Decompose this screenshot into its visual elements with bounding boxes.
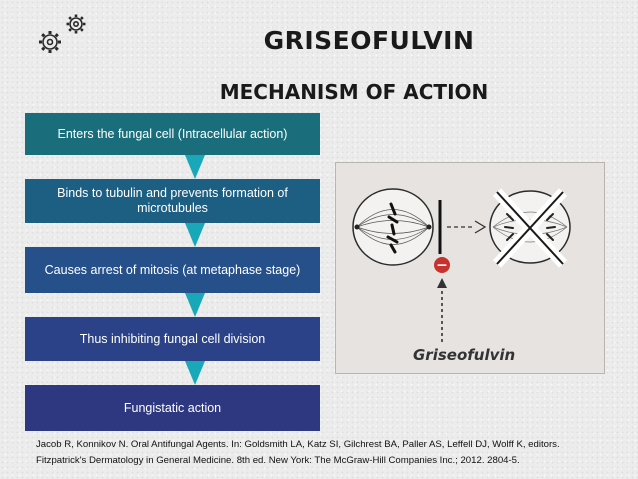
flow-step: Causes arrest of mitosis (at metaphase s…	[25, 247, 320, 293]
metaphase-cell-icon	[352, 188, 434, 266]
gears-icon	[39, 14, 86, 53]
flow-step-label: Binds to tubulin and prevents formation …	[57, 186, 288, 215]
reference-citation: Jacob R, Konnikov N. Oral Antifungal Age…	[36, 437, 616, 469]
page-title: GRISEOFULVIN	[263, 26, 475, 55]
reference-line-1: Jacob R, Konnikov N. Oral Antifungal Age…	[36, 439, 560, 450]
transition-arrowhead	[474, 220, 487, 234]
reference-line-2: Fitzpatrick's Dermatology in General Med…	[36, 455, 520, 466]
flow-arrow-icon	[185, 223, 205, 247]
drug-label: Griseofulvin	[413, 346, 515, 364]
flow-step: Binds to tubulin and prevents formation …	[25, 179, 320, 223]
flow-arrow-icon	[185, 361, 205, 385]
page-subtitle: MECHANISM OF ACTION	[219, 80, 489, 104]
inhibition-symbol: −	[436, 258, 448, 274]
flow-step-label: Causes arrest of mitosis (at metaphase s…	[44, 262, 301, 277]
flow-step: Enters the fungal cell (Intracellular ac…	[25, 113, 320, 155]
flow-step-label: Thus inhibiting fungal cell division	[79, 331, 266, 346]
flow-step-label: Enters the fungal cell (Intracellular ac…	[57, 126, 288, 141]
drug-arrowhead	[437, 278, 447, 288]
inhibition-icon	[434, 257, 450, 273]
flow-step: Fungistatic action	[25, 385, 320, 431]
flow-arrow-icon	[185, 155, 205, 179]
flow-arrow-icon	[185, 293, 205, 317]
mechanism-figure: − Griseofulvin	[335, 162, 605, 374]
flow-step: Thus inhibiting fungal cell division	[25, 317, 320, 361]
mechanism-flowchart: Enters the fungal cell (Intracellular ac…	[25, 113, 320, 433]
flow-step-label: Fungistatic action	[123, 400, 222, 415]
